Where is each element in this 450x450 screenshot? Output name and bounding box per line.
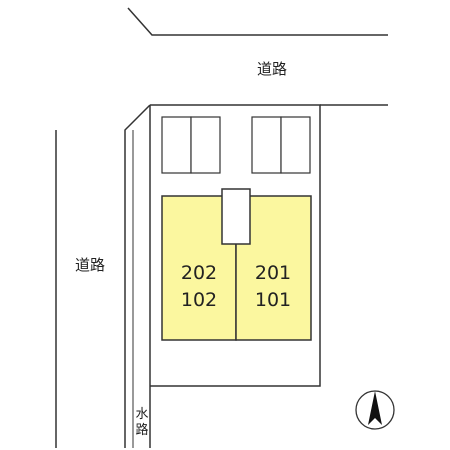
entrance-stair — [221, 188, 251, 245]
parking-space — [190, 116, 221, 174]
parking-space — [251, 116, 282, 174]
waterway-left-edge — [124, 104, 151, 448]
unit-number-201: 201 — [255, 262, 291, 284]
unit-number-101: 101 — [255, 289, 291, 311]
property-boundary — [150, 104, 321, 387]
waterway-label-1: 水 — [135, 407, 148, 422]
parking-space — [161, 116, 192, 174]
unit-number-102: 102 — [181, 289, 217, 311]
top-road-label: 道路 — [257, 60, 287, 78]
parking-space — [280, 116, 311, 174]
left-road-label: 道路 — [75, 256, 105, 274]
building-unit-right — [235, 195, 312, 341]
waterway-label-2: 路 — [135, 422, 148, 438]
top-road-edge — [127, 7, 388, 36]
north-arrow-icon — [355, 390, 395, 430]
unit-number-202: 202 — [181, 262, 217, 284]
